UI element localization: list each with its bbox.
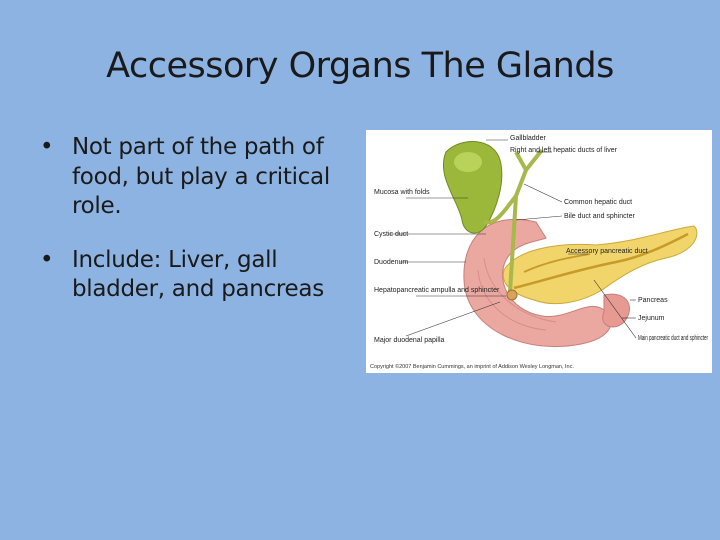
label-main-pancreatic-duct: Main pancreatic duct and sphincter: [638, 335, 708, 342]
leader-lines-left: [388, 197, 506, 337]
label-bile-duct: Bile duct and sphincter: [564, 213, 635, 220]
main-pancreatic-duct: [513, 232, 689, 290]
duodenum-fold: [483, 257, 557, 323]
label-jejunum: Jejunum: [638, 315, 665, 322]
bullet-item: • Not part of the path of food, but play…: [40, 133, 350, 222]
label-main-pancreatic-duct-text: Main pancreatic duct and sphincter: [638, 335, 708, 342]
label-duodenum: Duodenum: [374, 259, 408, 266]
bullet-text: Not part of the path of food, but play a…: [72, 134, 330, 219]
bullet-list: • Not part of the path of food, but play…: [40, 133, 350, 329]
leader-lines-right: [486, 139, 637, 339]
figure-credit: Copyright ©2007 Benjamin Cummings, an im…: [370, 363, 574, 370]
duodenum-fold: [477, 269, 547, 331]
label-hepatopancreatic-ampulla: Hepatopancreatic ampulla and sphincter: [374, 287, 500, 294]
label-major-duodenal-papilla: Major duodenal papilla: [374, 337, 445, 344]
label-pancreas: Pancreas: [638, 297, 668, 304]
label-cystic-duct: Cystic duct: [374, 231, 408, 238]
bullet-text: Include: Liver, gall bladder, and pancre…: [72, 246, 324, 303]
label-gallbladder: Gallbladder: [510, 135, 546, 142]
label-common-hepatic-duct: Common hepatic duct: [564, 199, 632, 206]
slide-title: Accessory Organs The Glands: [106, 46, 614, 86]
anatomy-figure: Gallbladder Right and left hepatic ducts…: [366, 130, 712, 373]
label-hepatic-ducts: Right and left hepatic ducts of liver: [510, 147, 618, 154]
bullet-item: • Include: Liver, gall bladder, and panc…: [40, 246, 350, 305]
hepatopancreatic-ampulla: [506, 289, 518, 301]
hepatic-ducts: [514, 148, 544, 197]
bile-duct: [508, 195, 518, 293]
accessory-pancreatic-duct: [523, 253, 591, 273]
label-mucosa: Mucosa with folds: [374, 189, 430, 196]
label-accessory-pancreatic-duct: Accessory pancreatic duct: [566, 248, 648, 255]
anatomy-illustration: Gallbladder Right and left hepatic ducts…: [370, 135, 708, 370]
bullet-marker: •: [40, 134, 54, 160]
gallbladder-highlight: [454, 152, 482, 172]
cystic-duct: [483, 194, 518, 225]
bullet-marker: •: [40, 246, 54, 273]
